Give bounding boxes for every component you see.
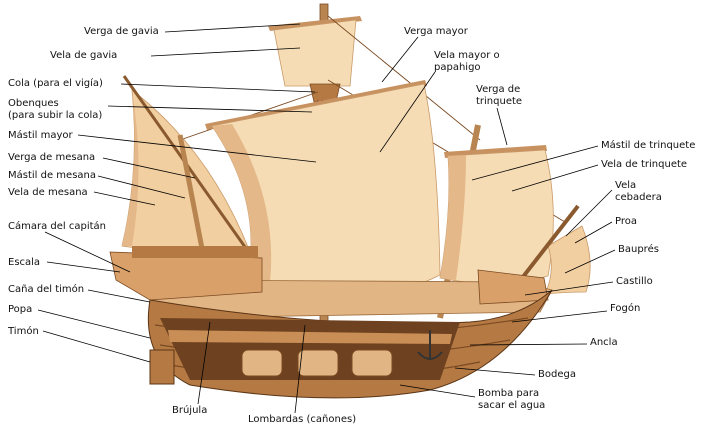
label-castillo: Castillo (616, 276, 653, 287)
leader-lines (37, 23, 616, 414)
fore-sail-shade (440, 155, 466, 280)
label-timon: Timón (8, 326, 39, 337)
label-proa: Proa (615, 216, 637, 227)
label-ancla: Ancla (590, 337, 618, 348)
label-verga-mayor: Verga mayor (404, 26, 468, 37)
mizzen-sail-shade (122, 90, 139, 246)
barrel (241, 349, 283, 377)
label-mastil-mayor: Mástil mayor (8, 130, 73, 141)
label-mastil-mesana: Mástil de mesana (8, 170, 96, 181)
label-cana-timon: Caña del timón (8, 284, 85, 295)
label-cola: Cola (para el vigía) (8, 78, 103, 89)
label-lombardas: Lombardas (cañones) (248, 414, 357, 425)
barrel (351, 349, 393, 377)
stern-castle (109, 251, 263, 301)
label-verga-mesana: Verga de mesana (8, 152, 96, 163)
label-mastil-trinquete: Mástil de trinquete (601, 140, 696, 151)
topsail (273, 19, 357, 87)
label-baupres: Bauprés (618, 244, 659, 255)
label-vela-mesana: Vela de mesana (8, 187, 88, 198)
label-vela-trinquete: Vela de trinquete (601, 159, 688, 170)
topsail-yard (268, 16, 362, 31)
label-verga-gavia: Verga de gavia (84, 26, 159, 37)
main-sail-shade (212, 124, 272, 282)
stay (327, 15, 481, 141)
spritsail (544, 225, 591, 295)
label-fogon: Fogón (610, 303, 641, 314)
label-bodega: Bodega (538, 369, 576, 380)
label-escala: Escala (8, 257, 41, 268)
label-verga-trinquete: Verga de trinquete (476, 84, 523, 107)
barrel (297, 349, 339, 377)
lower-deck (168, 330, 452, 344)
label-vela-gavia: Vela de gavia (50, 50, 118, 61)
label-popa: Popa (8, 304, 33, 315)
forecastle (477, 269, 549, 305)
label-bomba: Bomba para sacar el agua (478, 388, 546, 411)
label-vela-cebadera: Vela cebadera (615, 180, 662, 203)
anchor (417, 330, 443, 360)
label-brujula: Brújula (172, 405, 208, 416)
label-camara-capitan: Cámara del capitán (8, 221, 106, 232)
rudder (149, 349, 175, 385)
label-obenques: Obenques (para subir la cola) (8, 98, 103, 121)
label-vela-mayor: Vela mayor o papahigo (434, 50, 500, 73)
stern-rail (132, 246, 258, 258)
